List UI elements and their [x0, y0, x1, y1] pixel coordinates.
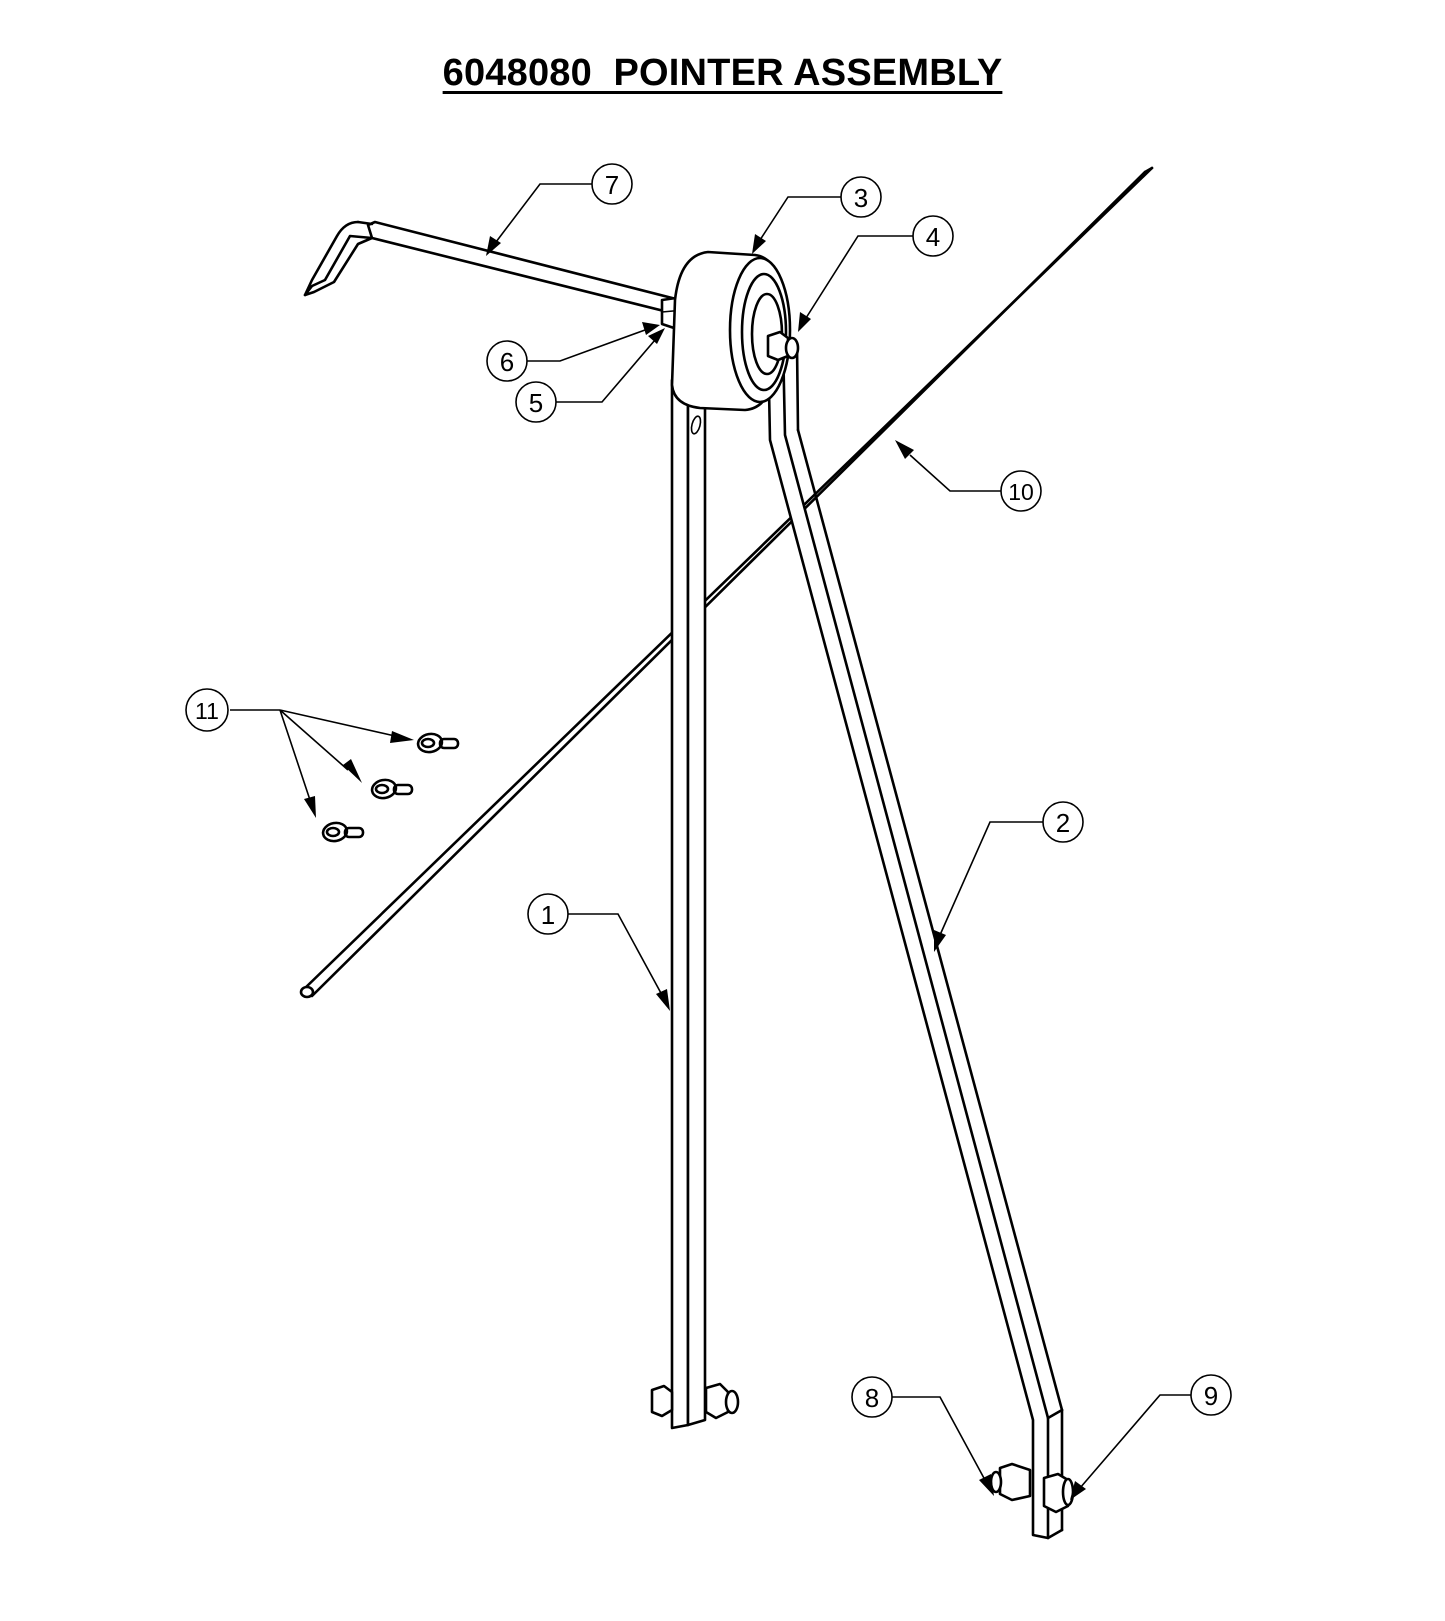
svg-text:3: 3 — [854, 183, 868, 213]
callout-2: 2 — [1042, 801, 1084, 843]
svg-text:7: 7 — [605, 170, 619, 200]
callout-11: 11 — [185, 688, 229, 732]
callout-10: 10 — [1000, 470, 1042, 512]
pointer-rod — [303, 220, 682, 316]
bottom-hardware-left — [650, 1382, 740, 1420]
bearing — [670, 250, 792, 412]
nut-bottom-right — [989, 1462, 1032, 1502]
vertical-bar — [670, 376, 707, 1430]
callout-1: 1 — [527, 893, 569, 935]
callout-4: 4 — [912, 215, 954, 257]
nut-bearing-right — [766, 330, 800, 362]
title-text: 6048080 POINTER ASSEMBLY — [442, 52, 1003, 94]
callout-5: 5 — [515, 381, 557, 423]
svg-text:10: 10 — [1008, 479, 1034, 505]
svg-text:5: 5 — [529, 388, 543, 418]
svg-text:4: 4 — [926, 222, 940, 252]
svg-text:1: 1 — [541, 900, 555, 930]
callout-6: 6 — [486, 340, 528, 382]
bolt-bottom-right — [1042, 1472, 1075, 1514]
drawing-title: 6048080 POINTER ASSEMBLY — [0, 52, 1445, 95]
callout-3: 3 — [840, 176, 882, 218]
long-rod — [299, 166, 1154, 999]
angled-bar — [766, 338, 1064, 1540]
svg-text:8: 8 — [865, 1383, 879, 1413]
callout-9: 9 — [1190, 1374, 1232, 1416]
svg-text:2: 2 — [1056, 808, 1070, 838]
callout-8: 8 — [851, 1376, 893, 1418]
svg-text:6: 6 — [500, 347, 514, 377]
svg-text:11: 11 — [195, 698, 219, 724]
callout-7: 7 — [591, 163, 633, 205]
svg-text:9: 9 — [1204, 1381, 1218, 1411]
hairpin-clips — [321, 732, 460, 843]
leaders — [230, 183, 1201, 1500]
